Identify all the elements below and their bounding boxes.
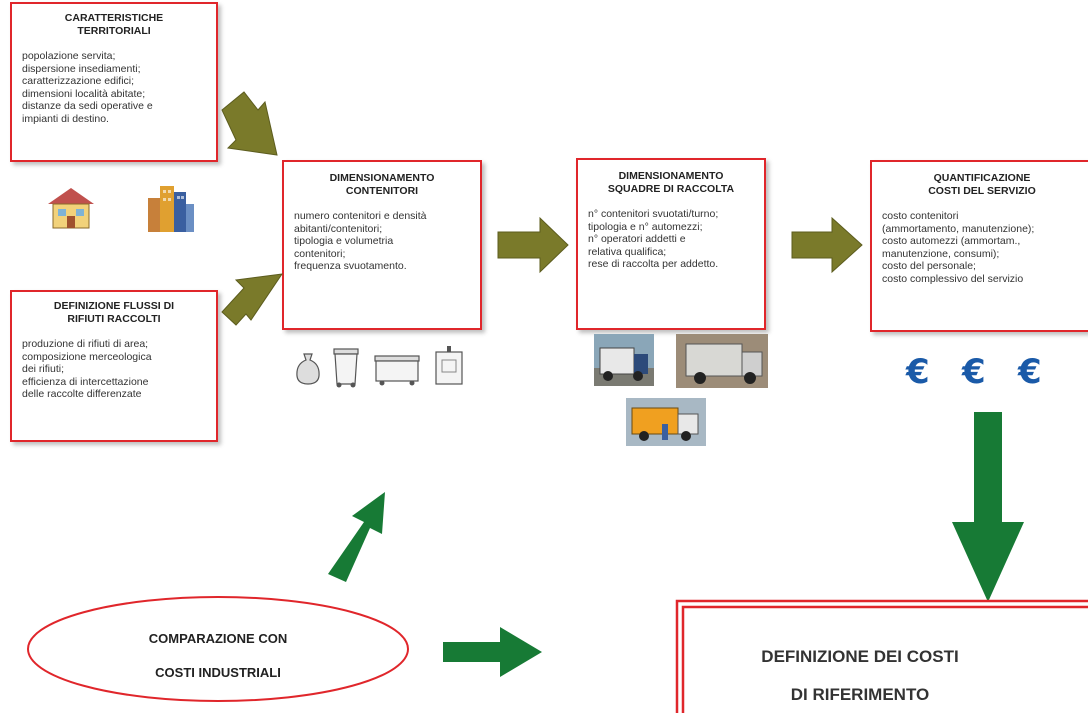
list-item: costo automezzi (ammortam.,: [882, 235, 1021, 247]
euro-icon: €: [906, 352, 930, 392]
arrow-containers-to-teams: [497, 216, 569, 274]
euro-icon: €: [962, 352, 986, 392]
box-items: produzione di rifiuti di area; composizi…: [22, 338, 206, 401]
comparison-ellipse: [27, 596, 409, 702]
list-item: (ammortamento, manutenzione);: [882, 222, 1035, 235]
comparison-line-1: COMPARAZIONE CON: [148, 631, 288, 646]
waste-bag-icon: [296, 353, 320, 385]
title-line: RIFIUTI RACCOLTI: [67, 313, 161, 325]
list-item: dei rifiuti;: [22, 363, 65, 375]
arrow-comparison-right: [443, 627, 542, 677]
comparison-text: COMPARAZIONE CON COSTI INDUSTRIALI: [80, 622, 356, 690]
box-caratteristiche-territoriali: CARATTERISTICHE TERRITORIALI popolazione…: [10, 2, 218, 162]
list-item: costo contenitori: [882, 210, 959, 222]
title-line: COSTI DEL SERVIZIO: [928, 185, 1036, 197]
box-items: n° contenitori svuotati/turno; tipologia…: [588, 208, 754, 271]
title-line: DIMENSIONAMENTO: [329, 172, 435, 184]
truck-photo-2: [676, 334, 768, 388]
recycling-bell-icon: [435, 346, 463, 385]
list-item: abitanti/contenitori;: [294, 222, 383, 235]
box-title: DEFINIZIONE FLUSSI DI RIFIUTI RACCOLTI: [22, 300, 206, 326]
comparison-line-2: COSTI INDUSTRIALI: [155, 665, 281, 680]
buildings-icon: [148, 186, 194, 232]
title-line: TERRITORIALI: [77, 25, 151, 37]
list-item: frequenza svuotamento.: [294, 260, 407, 272]
list-item: popolazione servita;: [22, 50, 116, 62]
list-item: costo complessivo del servizio: [882, 272, 1024, 285]
title-line: DEFINIZIONE FLUSSI DI: [53, 300, 175, 312]
final-line-1: DEFINIZIONE DEI COSTI: [761, 647, 959, 666]
list-item: impianti di destino.: [22, 112, 109, 125]
list-item: relativa qualifica;: [588, 245, 667, 258]
box-title: CARATTERISTICHE TERRITORIALI: [22, 12, 206, 38]
box-definizione-flussi: DEFINIZIONE FLUSSI DI RIFIUTI RACCOLTI p…: [10, 290, 218, 442]
box-quantificazione-costi: QUANTIFICAZIONE COSTI DEL SERVIZIO costo…: [870, 160, 1088, 332]
box-dimensionamento-contenitori: DIMENSIONAMENTO CONTENITORI numero conte…: [282, 160, 482, 330]
title-line: DIMENSIONAMENTO: [618, 170, 724, 182]
house-icon: [48, 188, 94, 229]
title-line: CARATTERISTICHE: [64, 12, 164, 24]
arrow-territorial-to-containers: [221, 91, 278, 156]
box-items: popolazione servita; dispersione insedia…: [22, 50, 206, 125]
list-item: contenitori;: [294, 247, 346, 260]
arrow-comparison-up: [328, 492, 385, 582]
title-line: QUANTIFICAZIONE: [933, 172, 1031, 184]
box-title: DIMENSIONAMENTO CONTENITORI: [294, 172, 470, 198]
list-item: n° operatori addetti e: [588, 233, 686, 245]
list-item: tipologia e volumetria: [294, 235, 394, 247]
box-title: QUANTIFICAZIONE COSTI DEL SERVIZIO: [882, 172, 1082, 198]
title-line: SQUADRE DI RACCOLTA: [607, 183, 735, 195]
final-line-2: DI RIFERIMENTO: [790, 685, 930, 704]
final-text: DEFINIZIONE DEI COSTI DI RIFERIMENTO: [700, 638, 1020, 714]
box-items: costo contenitori (ammortamento, manuten…: [882, 210, 1082, 285]
truck-photo-1: [594, 334, 654, 386]
box-dimensionamento-squadre: DIMENSIONAMENTO SQUADRE DI RACCOLTA n° c…: [576, 158, 766, 330]
truck-photo-3: [626, 398, 706, 446]
arrow-costs-down: [952, 412, 1024, 602]
wheelie-bin-icon: [333, 348, 359, 388]
list-item: dimensioni località abitate;: [22, 87, 146, 100]
list-item: costo del personale;: [882, 260, 976, 272]
list-item: numero contenitori e densità: [294, 210, 427, 222]
list-item: delle raccolte differenzate: [22, 388, 142, 400]
list-item: manutenzione, consumi);: [882, 247, 1000, 260]
list-item: n° contenitori svuotati/turno;: [588, 208, 719, 220]
list-item: dispersione insediamenti;: [22, 62, 141, 75]
list-item: rese di raccolta per addetto.: [588, 258, 719, 270]
list-item: efficienza di intercettazione: [22, 375, 149, 388]
title-line: CONTENITORI: [345, 185, 419, 197]
dumpster-icon: [374, 355, 420, 386]
euro-icon: €: [1018, 352, 1042, 392]
list-item: composizione merceologica: [22, 350, 152, 363]
list-item: caratterizzazione edifici;: [22, 75, 135, 87]
final-box-inner: [681, 605, 1088, 713]
final-box-outer: [675, 599, 1088, 713]
list-item: produzione di rifiuti di area;: [22, 338, 149, 350]
box-items: numero contenitori e densità abitanti/co…: [294, 210, 470, 273]
arrow-teams-to-costs: [791, 216, 863, 274]
list-item: tipologia e n° automezzi;: [588, 220, 703, 233]
arrow-flows-to-containers: [221, 273, 284, 326]
list-item: distanze da sedi operative e: [22, 100, 153, 112]
box-title: DIMENSIONAMENTO SQUADRE DI RACCOLTA: [588, 170, 754, 196]
